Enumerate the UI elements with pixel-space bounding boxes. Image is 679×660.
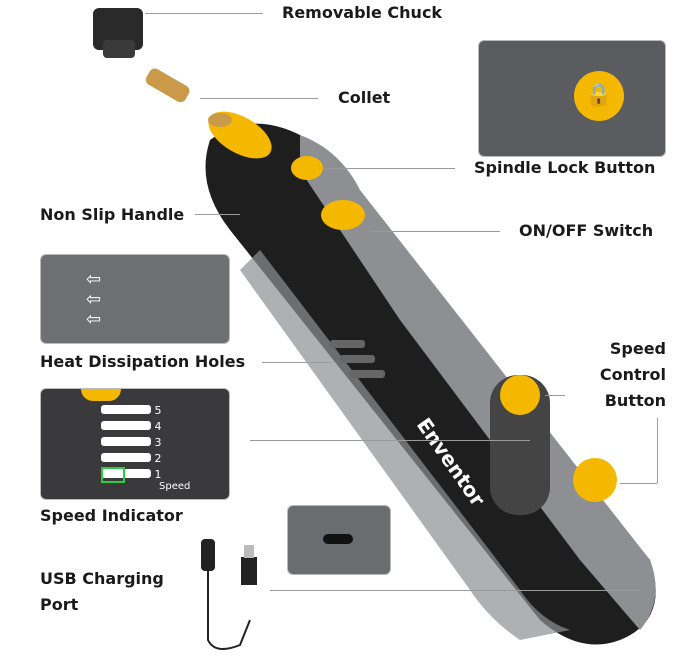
label-heat-dissipation: Heat Dissipation Holes [40, 352, 246, 371]
lock-icon: 🔒 [574, 71, 624, 121]
level-label: 2 [154, 452, 162, 465]
usb-cable [201, 539, 257, 650]
level-label: 1 [154, 468, 162, 481]
speed-minus-button [573, 458, 617, 502]
collet [145, 68, 190, 103]
label-line: USB Charging [40, 569, 164, 588]
label-non-slip-handle: Non Slip Handle [40, 205, 185, 224]
label-removable-chuck: Removable Chuck [282, 3, 443, 22]
on-off-switch [321, 200, 365, 230]
level-label: 3 [154, 436, 162, 449]
removable-chuck [93, 8, 143, 58]
spindle-lock-button [291, 156, 323, 180]
label-line: Port [40, 595, 79, 614]
spindle-lock-inset: 🔒 [478, 40, 666, 157]
airflow-arrow-icon: ⇦⇦⇦ [86, 269, 102, 330]
label-usb-charging-port: USB Charging Port [40, 566, 164, 618]
label-collet: Collet [338, 88, 391, 107]
label-on-off-switch: ON/OFF Switch [519, 221, 654, 240]
label-line: Button [604, 391, 666, 410]
battery-icon [101, 467, 125, 483]
speed-caption: Speed [159, 481, 191, 492]
speed-indicator-inset: 5 4 3 2 1 Speed [40, 388, 230, 500]
level-label: 5 [154, 404, 162, 417]
level-label: 4 [154, 420, 162, 433]
heat-dissipation-inset: ⇦⇦⇦ [40, 254, 230, 344]
label-line: Speed [609, 339, 666, 358]
label-speed-control: Speed Control Button [560, 336, 666, 414]
usb-port-inset [287, 505, 391, 575]
label-speed-indicator: Speed Indicator [40, 506, 183, 525]
speed-plus-button [500, 375, 540, 415]
label-spindle-lock: Spindle Lock Button [474, 158, 656, 177]
tool-body [205, 111, 656, 645]
label-line: Control [599, 365, 666, 384]
